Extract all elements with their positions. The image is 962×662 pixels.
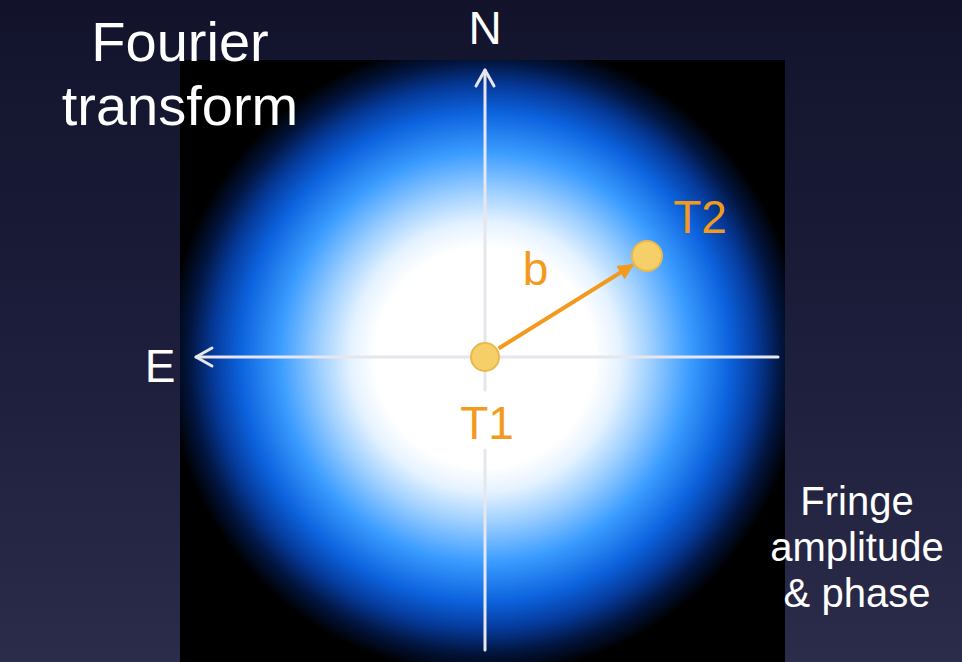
axis-arrowhead [196,348,212,366]
axis-arrowhead [476,70,494,86]
baseline-label: b [523,246,549,292]
axis-label: N [465,2,505,54]
telescope-dot: T1 [470,342,500,372]
telescope-label: T2 [673,194,727,240]
title-text: Fourier transform [22,10,338,138]
caption-text: Fringe amplitude & phase [756,478,958,616]
baseline-arrow [499,265,633,349]
telescope-dot: T2 [631,240,663,272]
axis-label: E [140,340,180,392]
north-axis [484,450,487,650]
telescope-label: T1 [460,400,514,446]
